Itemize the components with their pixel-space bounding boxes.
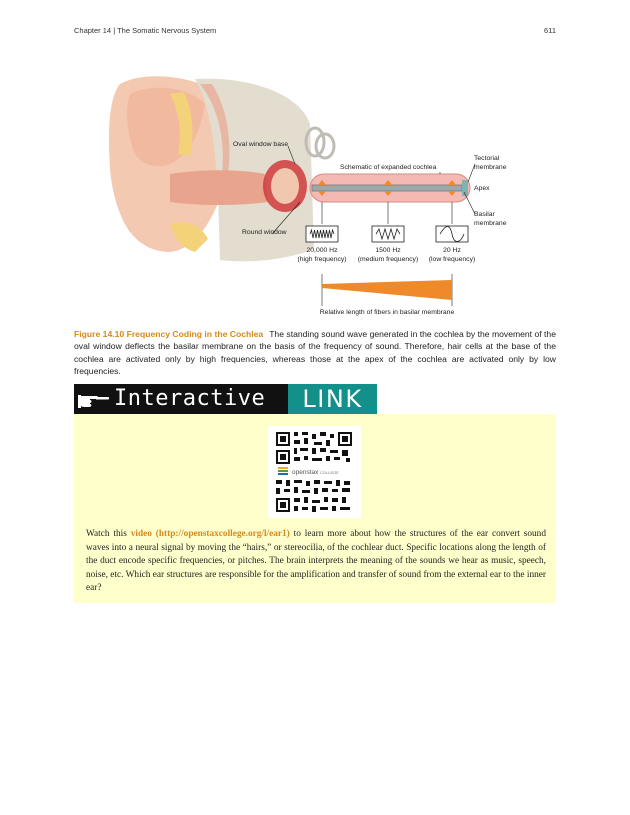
banner-teal-section: LINK — [288, 384, 377, 414]
link-word: LINK — [302, 385, 363, 413]
page-number: 611 — [544, 26, 556, 35]
chapter-title: Chapter 14 | The Somatic Nervous System — [74, 26, 217, 35]
label-oval-window-base: Oval window base — [233, 141, 288, 148]
text-before-link: Watch this — [86, 529, 131, 539]
skin-tissue-band — [200, 84, 230, 174]
interactive-link-box: openstax COLLEGE Watch this video (http:… — [74, 414, 556, 603]
ear-canal — [170, 170, 268, 205]
waveform-high — [305, 225, 339, 243]
label-tectorial-2: membrane — [474, 164, 507, 171]
yellow-tissue-lower — [170, 222, 208, 252]
marker-medium — [384, 180, 392, 185]
freq-low-desc: (low frequency) — [429, 256, 475, 263]
banner-dark-section: Interactive — [74, 384, 288, 414]
figure-caption: Figure 14.10 Frequency Coding in the Coc… — [74, 328, 556, 378]
yellow-tissue — [170, 92, 193, 156]
freq-medium-desc: (medium frequency) — [358, 256, 418, 263]
freq-high-desc: (high frequency) — [297, 256, 346, 263]
qr-brand: openstax — [292, 469, 319, 476]
openstax-logo-icon — [278, 467, 288, 475]
semicircular-canals — [304, 126, 336, 160]
running-header: Chapter 14 | The Somatic Nervous System … — [74, 26, 556, 38]
freq-low-hz: 20 Hz — [443, 247, 461, 254]
video-link[interactable]: video (http://openstaxcollege.org/l/ear1… — [130, 529, 290, 539]
basilar-membrane-bar — [311, 184, 463, 192]
ear-cochlea-illustration: Oval window base Schematic of expanded c… — [109, 76, 507, 316]
freq-high-hz: 20,000 Hz — [307, 247, 339, 254]
marker-high — [318, 180, 326, 185]
waveform-medium — [371, 225, 405, 243]
fiber-length-wedge — [322, 280, 452, 300]
pointing-hand-icon — [78, 395, 110, 408]
figure-label: Figure 14.10 Frequency Coding in the Coc… — [74, 329, 264, 339]
caption-text: The standing sound wave generated in the… — [74, 329, 556, 377]
qr-brand-suffix: COLLEGE — [320, 470, 339, 475]
marker-low — [448, 180, 456, 185]
label-apex: Apex — [474, 185, 490, 192]
interactive-word: Interactive — [114, 386, 266, 411]
label-schematic: Schematic of expanded cochlea — [340, 164, 437, 171]
interactive-link-banner: Interactive LINK — [74, 384, 377, 414]
label-round-window: Round window — [242, 229, 287, 236]
label-basilar-1: Basilar — [474, 211, 496, 218]
label-basilar-2: membrane — [474, 220, 507, 227]
qr-code-graphic: openstax COLLEGE — [276, 432, 353, 512]
qr-code[interactable]: openstax COLLEGE — [268, 426, 361, 518]
text-after-link: to learn more about how the structures o… — [86, 529, 546, 594]
freq-medium-hz: 1500 Hz — [375, 247, 401, 254]
interactive-link-text: Watch this video (http://openstaxcollege… — [86, 528, 546, 596]
waveform-low — [435, 225, 469, 243]
label-tectorial-1: Tectorial — [474, 155, 500, 162]
label-relative-length: Relative length of fibers in basilar mem… — [320, 309, 455, 316]
